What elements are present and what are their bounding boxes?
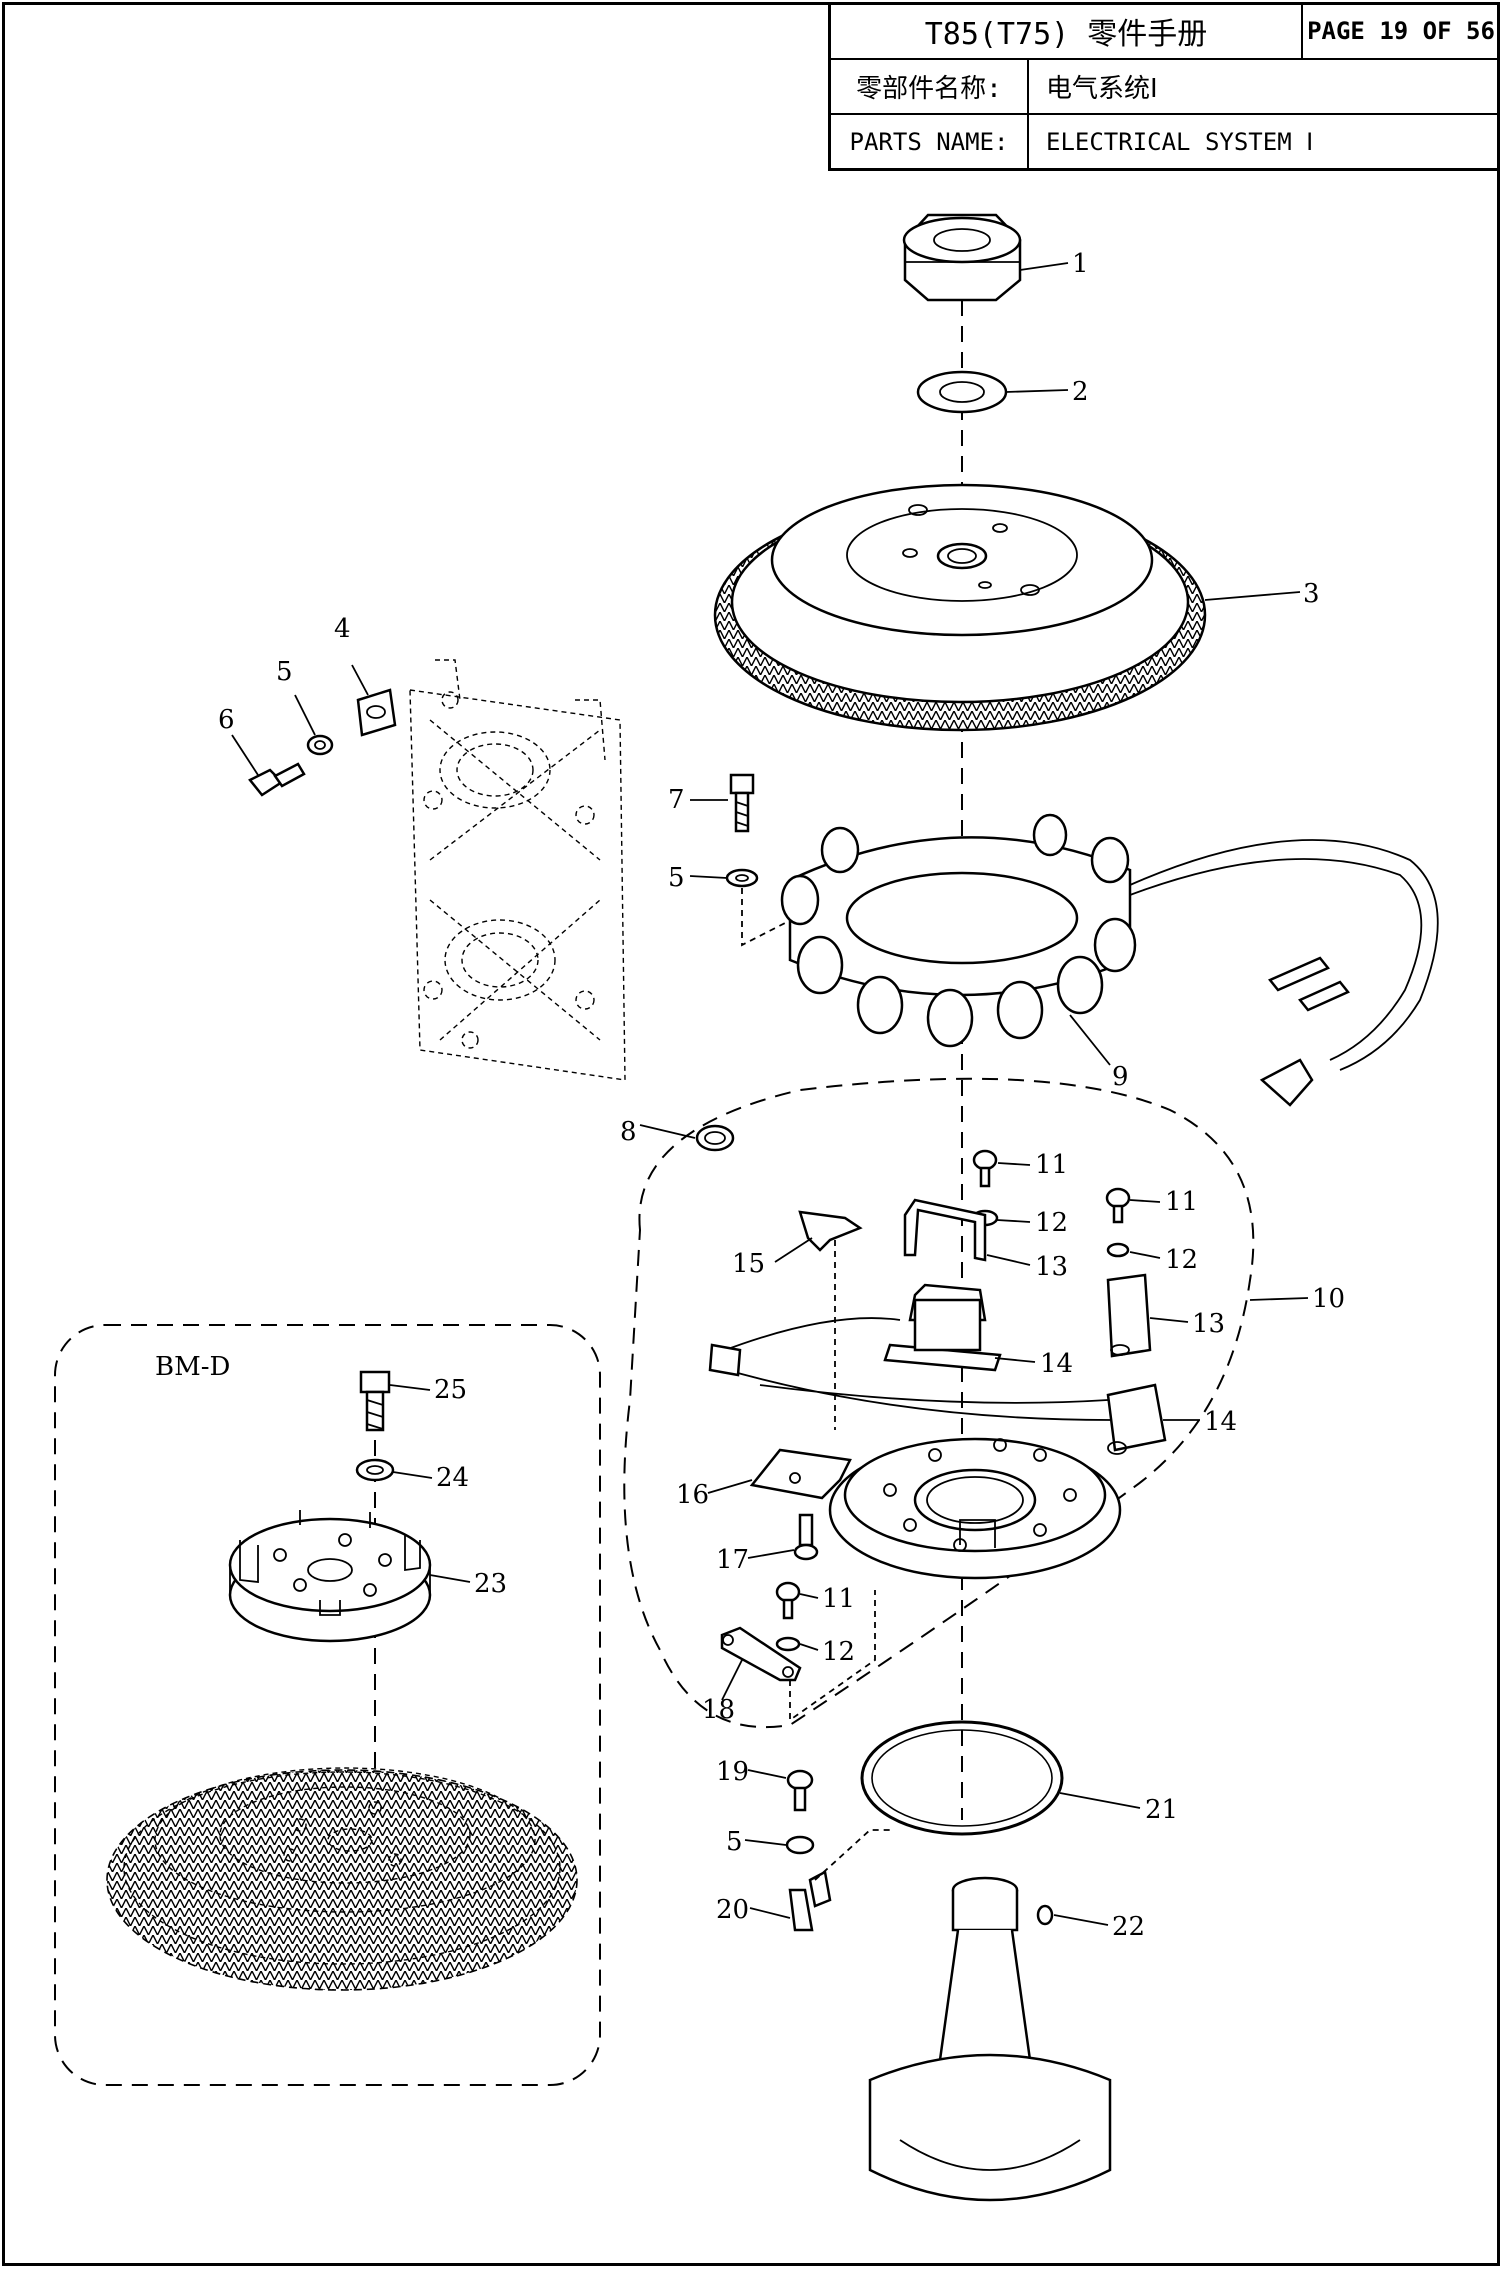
callout-18: 18 <box>702 1695 735 1725</box>
callout-2: 2 <box>1072 377 1089 407</box>
bracket-part-20 <box>788 1870 832 1932</box>
washer-part-12-b <box>1106 1242 1130 1258</box>
ring-part-21 <box>860 1720 1064 1836</box>
callout-14-a: 14 <box>1040 1349 1073 1379</box>
bm-d-inset-box <box>54 1324 601 2086</box>
callout-5-lower: 5 <box>726 1827 743 1857</box>
leader-lines <box>231 262 1309 1926</box>
base-plate-part-10 <box>828 1437 1122 1580</box>
key-part-22 <box>1036 1904 1054 1926</box>
callout-25: 25 <box>434 1375 467 1405</box>
flywheel-part-3 <box>713 483 1207 732</box>
washer-part-24 <box>355 1458 395 1482</box>
callout-3: 3 <box>1303 579 1320 609</box>
trigger-part-16 <box>749 1448 852 1500</box>
callout-9: 9 <box>1112 1062 1129 1092</box>
callout-17: 17 <box>716 1545 749 1575</box>
washer-part-5-stator <box>725 868 759 888</box>
callout-7: 7 <box>668 785 685 815</box>
callout-labels: 1 2 3 4 5 6 7 5 9 8 11 12 13 11 12 13 15… <box>218 249 1345 1942</box>
bolt-part-25 <box>359 1370 391 1432</box>
callout-12-a: 12 <box>1035 1208 1068 1238</box>
washer-part-5-upper <box>306 734 334 756</box>
callout-11-b: 11 <box>1165 1187 1198 1217</box>
bolt-part-17 <box>793 1513 819 1561</box>
callout-11-c: 11 <box>822 1584 855 1614</box>
sensor-part-15 <box>798 1210 863 1252</box>
callout-13-a: 13 <box>1035 1252 1068 1282</box>
flywheel-reference-inset <box>106 1767 578 1991</box>
parts-name-label-en: PARTS NAME: <box>849 127 1009 156</box>
coil-part-14-a <box>883 1283 1002 1372</box>
cn-name-row: 零部件名称: 电气系统Ⅰ <box>831 60 1499 115</box>
bolt-part-7 <box>729 773 755 833</box>
title-row: T85(T75) 零件手册 PAGE 19 OF 56 <box>831 3 1499 60</box>
clip-part-8 <box>695 1124 735 1152</box>
inset-label-bm-d: BM-D <box>155 1352 230 1382</box>
callout-5-stator: 5 <box>668 863 685 893</box>
bracket-part-13-a <box>903 1198 987 1262</box>
clamp-part-4 <box>356 688 397 737</box>
callout-14-b: 14 <box>1204 1407 1237 1437</box>
cylinder-block-reference <box>409 659 626 1081</box>
link-part-18 <box>720 1626 802 1682</box>
pulser-assembly-boundary-10 <box>623 1077 1255 1729</box>
bolt-part-6 <box>248 762 306 797</box>
cup-part-23 <box>228 1510 432 1643</box>
callout-5-upper: 5 <box>276 657 293 687</box>
callout-10: 10 <box>1312 1284 1345 1314</box>
callout-24: 24 <box>436 1463 469 1493</box>
coil-part-14-b <box>1106 1383 1167 1455</box>
callout-15: 15 <box>732 1249 765 1279</box>
stator-part-9 <box>780 813 1439 1107</box>
callout-19: 19 <box>716 1757 749 1787</box>
callout-11-a: 11 <box>1035 1150 1068 1180</box>
callout-8: 8 <box>620 1117 637 1147</box>
parts-name-value-cn: 电气系统Ⅰ <box>1046 74 1158 104</box>
bracket-part-13-b <box>1106 1273 1152 1358</box>
page-number: PAGE 19 OF 56 <box>1307 16 1495 45</box>
parts-name-label-cn: 零部件名称: <box>856 74 1002 104</box>
screw-part-11-b <box>1105 1187 1131 1224</box>
washer-part-12-c <box>775 1636 801 1652</box>
callout-20: 20 <box>716 1895 749 1925</box>
parts-name-value-en: ELECTRICAL SYSTEM Ⅰ <box>1046 127 1314 156</box>
callout-1: 1 <box>1072 249 1089 279</box>
callout-12-c: 12 <box>822 1637 855 1667</box>
hex-nut-part-1 <box>902 213 1022 302</box>
manual-title: T85(T75) 零件手册 <box>924 16 1208 52</box>
screw-part-11-c <box>775 1581 801 1620</box>
screw-part-11-a <box>972 1149 998 1188</box>
callout-22: 22 <box>1112 1912 1145 1942</box>
en-name-row: PARTS NAME: ELECTRICAL SYSTEM Ⅰ <box>831 115 1499 168</box>
washer-part-5-lower <box>785 1835 815 1855</box>
title-block: T85(T75) 零件手册 PAGE 19 OF 56 零部件名称: 电气系统Ⅰ… <box>828 3 1499 171</box>
callout-16: 16 <box>676 1480 709 1510</box>
callout-21: 21 <box>1145 1795 1178 1825</box>
callout-12-b: 12 <box>1165 1245 1198 1275</box>
callout-23: 23 <box>474 1569 507 1599</box>
washer-part-2 <box>916 370 1008 414</box>
bolt-part-19 <box>786 1769 814 1812</box>
crankshaft-reference <box>868 1876 1112 2202</box>
callout-13-b: 13 <box>1192 1309 1225 1339</box>
callout-4: 4 <box>334 614 351 644</box>
callout-6: 6 <box>218 705 235 735</box>
